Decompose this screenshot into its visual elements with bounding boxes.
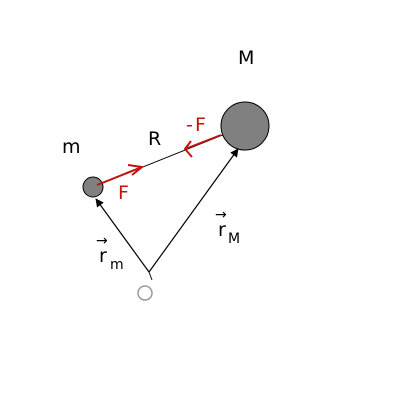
label-r-m-base: r xyxy=(99,245,107,267)
origin-tick xyxy=(148,271,153,281)
big-mass-body xyxy=(220,101,270,151)
force-on-small-line xyxy=(96,166,143,186)
force-on-small-arrowhead xyxy=(127,164,145,176)
label-big-mass: M xyxy=(238,47,254,69)
label-force-on-big-sign: - xyxy=(186,114,193,136)
origin-circle xyxy=(137,285,153,301)
r-M-vector-arrow: → xyxy=(215,207,227,223)
small-mass-body xyxy=(82,176,104,198)
label-small-mass: m xyxy=(62,136,81,158)
label-distance: R xyxy=(148,128,161,150)
r-M-vector xyxy=(148,148,239,273)
force-on-big-line xyxy=(184,134,222,150)
label-force-on-big: F xyxy=(195,114,206,136)
r-m-vector xyxy=(95,198,150,273)
label-r-M-sub: M xyxy=(228,231,240,247)
label-r-M-base: r xyxy=(218,219,226,241)
label-r-m-sub: m xyxy=(110,257,124,273)
r-m-vector-arrow: → xyxy=(96,233,108,249)
label-force-on-small: F xyxy=(118,182,129,204)
force-on-big-arrowhead xyxy=(183,140,193,158)
